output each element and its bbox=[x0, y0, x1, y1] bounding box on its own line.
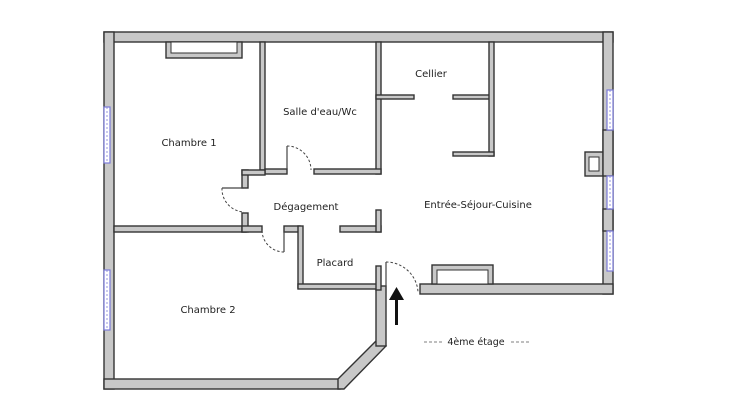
label-cellier: Cellier bbox=[415, 69, 448, 80]
door-chambre2-swing bbox=[261, 229, 285, 253]
sejour-bottom-fixture-inner bbox=[436, 269, 489, 285]
wall-placard-bottom bbox=[297, 283, 379, 290]
wall-salle-bottom-right bbox=[313, 168, 382, 175]
wall-salle-bottom-left bbox=[264, 168, 288, 175]
wall-left bbox=[103, 31, 115, 390]
wall-chambre1-bottom bbox=[113, 225, 247, 233]
wall-deg-top bbox=[241, 169, 266, 176]
wall-cellier-lower bbox=[452, 151, 495, 157]
wall-sejour-bottom bbox=[419, 283, 614, 295]
wall-cellier-bottom-left bbox=[375, 94, 415, 100]
wall-cellier-right bbox=[488, 41, 495, 157]
door-salle-swing bbox=[286, 145, 312, 171]
door-entrance-swing bbox=[385, 261, 419, 293]
windows bbox=[103, 89, 614, 331]
interior-walls bbox=[113, 41, 495, 291]
fixtures bbox=[165, 41, 614, 285]
wall-deg-bottom-left bbox=[241, 225, 263, 233]
wall-salle-right bbox=[375, 41, 382, 175]
label-sejour: Entrée-Séjour-Cuisine bbox=[424, 199, 532, 211]
wall-cellier-bottom-right bbox=[452, 94, 494, 100]
wall-chambre1-right bbox=[259, 41, 266, 171]
wall-top bbox=[103, 31, 614, 43]
sejour-chimney-wall bbox=[602, 129, 614, 177]
label-floor-note: 4ème étage bbox=[447, 337, 504, 348]
label-chambre1: Chambre 1 bbox=[161, 138, 216, 149]
sejour-chimney-inner bbox=[588, 156, 600, 172]
wall-deg-bottom-right bbox=[339, 225, 382, 233]
door-chambre1-swing bbox=[221, 187, 245, 213]
wall-chambre2-right bbox=[375, 285, 387, 347]
label-placard: Placard bbox=[317, 258, 354, 269]
doors bbox=[221, 145, 419, 293]
chambre1-top-fixture-inner bbox=[170, 41, 238, 54]
wall-entrance-jamb bbox=[375, 265, 382, 291]
wall-deg-right bbox=[375, 209, 382, 233]
label-chambre2: Chambre 2 bbox=[180, 305, 235, 316]
wall-diagonal bbox=[337, 340, 388, 390]
outer-walls bbox=[103, 31, 614, 390]
wall-bottom bbox=[103, 378, 341, 390]
sejour-right-pillar bbox=[602, 208, 614, 232]
wall-placard-left bbox=[297, 225, 304, 289]
label-degagement: Dégagement bbox=[274, 201, 339, 213]
label-salle-eau: Salle d'eau/Wc bbox=[283, 107, 357, 118]
entrance-arrow-icon bbox=[389, 287, 404, 325]
